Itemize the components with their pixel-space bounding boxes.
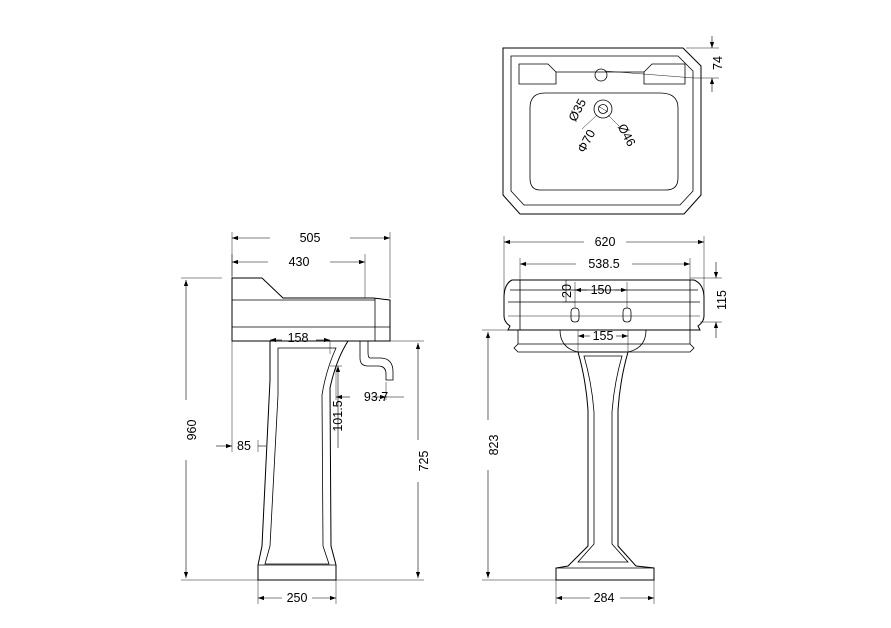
dim-label-960: 960 (185, 420, 199, 441)
side-view: 505 430 960 158 93.7 101.5 85 725 (181, 231, 431, 605)
basin-outline-front (503, 279, 705, 331)
leader-line (581, 114, 598, 130)
dim-label-74: 74 (711, 56, 725, 70)
dim-label-101-5: 101.5 (331, 400, 345, 431)
dim-label-284: 284 (594, 591, 615, 605)
front-view: 620 538.5 150 20 115 155 823 284 (482, 235, 729, 605)
dim-label-waste-inner: Ø46 (615, 121, 638, 148)
dim-label-93-7: 93.7 (364, 390, 388, 404)
waste-outer (593, 99, 613, 119)
dim-label-505: 505 (300, 231, 321, 245)
basin-outline-side (231, 277, 391, 342)
dim-label-waste-outer: Φ70 (575, 127, 599, 155)
fixing-hole-right (622, 307, 632, 323)
fixing-hole-left (570, 307, 580, 323)
dim-label-115: 115 (715, 290, 729, 310)
dim-label-85: 85 (237, 439, 251, 453)
basin-back-ledge (518, 63, 557, 85)
leader-line (607, 114, 621, 128)
pedestal-front (555, 351, 655, 581)
pedestal-side (257, 340, 349, 581)
basin-bowl-top (529, 92, 679, 191)
basin-outline-top (502, 47, 702, 215)
basin-rim-inner-top (510, 55, 694, 206)
dim-label-250: 250 (287, 591, 308, 605)
dim-label-20: 20 (560, 284, 574, 298)
dim-label-538-5: 538.5 (588, 257, 619, 271)
tap-hole (594, 68, 608, 82)
waste-trap-side (359, 340, 394, 381)
waste-inner (598, 104, 608, 114)
top-view: 74 Ø35 Φ70 Ø46 (502, 36, 725, 215)
pedestal-front-inner (577, 355, 629, 563)
dim-label-725: 725 (417, 451, 431, 472)
dim-label-158: 158 (288, 331, 309, 345)
dim-label-620: 620 (595, 235, 616, 249)
pedestal-side-inner (264, 347, 337, 565)
dim-label-823: 823 (487, 435, 501, 456)
dim-label-155: 155 (593, 329, 614, 343)
basin-back-ledge-right (643, 63, 686, 85)
dim-label-150: 150 (591, 283, 612, 297)
leader-line (597, 105, 609, 113)
extension-line (604, 70, 695, 79)
towel-rail (513, 343, 695, 353)
dim-label-tap-hole: Ø35 (566, 96, 589, 123)
dim-label-430: 430 (289, 255, 310, 269)
